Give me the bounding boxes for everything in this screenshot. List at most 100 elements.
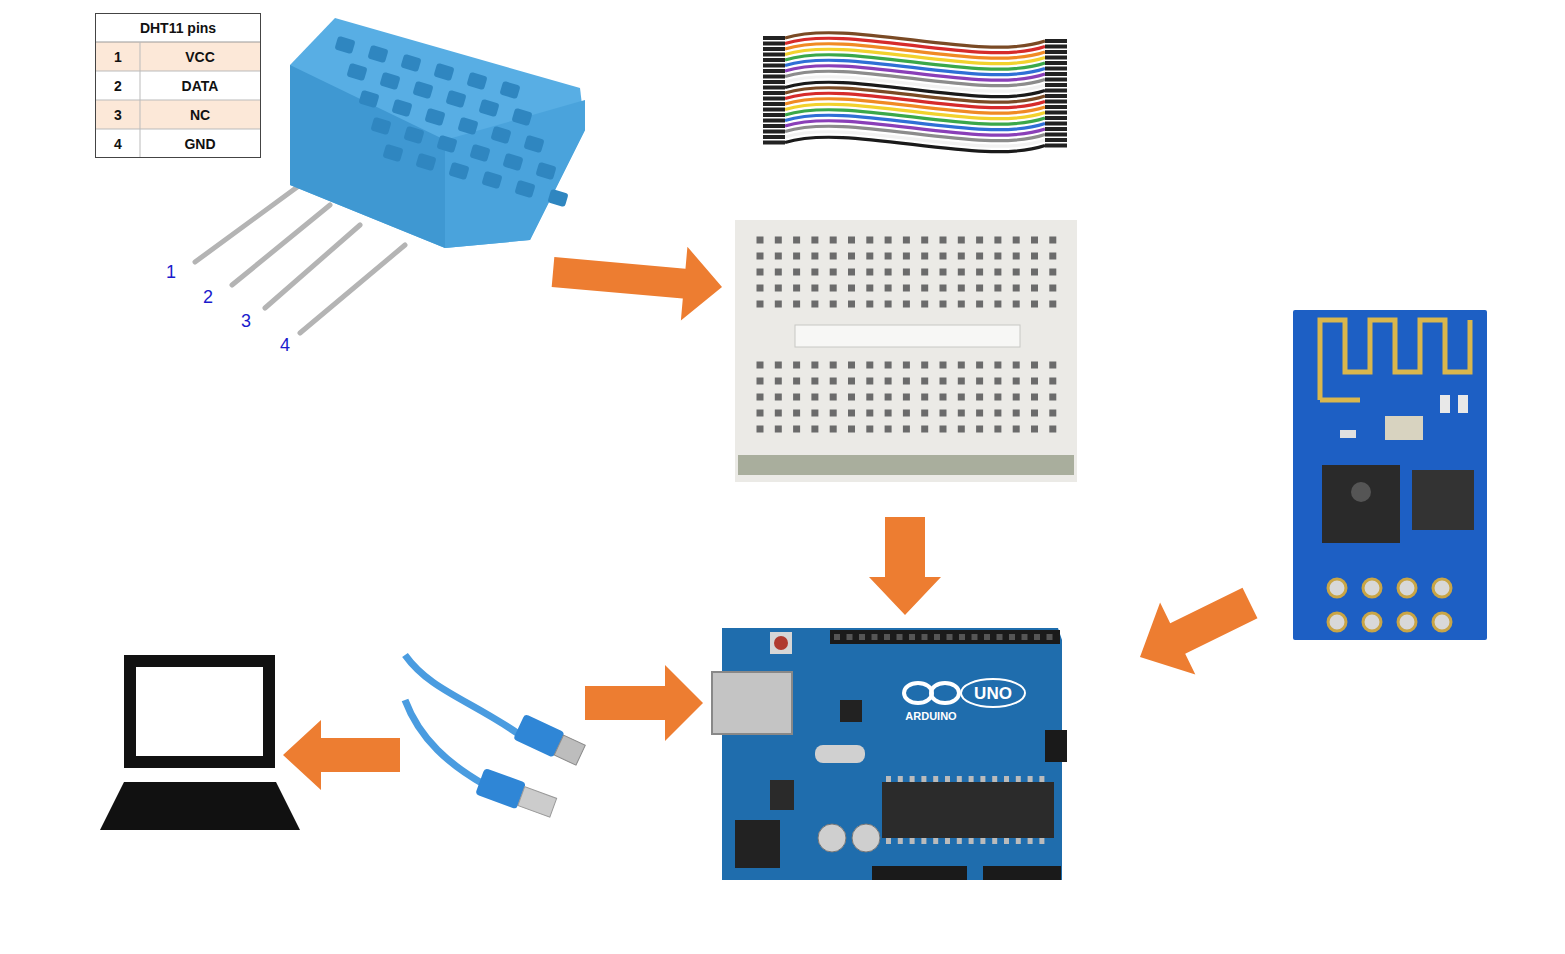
breadboard-holes <box>848 362 855 369</box>
breadboard-holes <box>757 301 764 308</box>
breadboard-holes <box>811 253 818 260</box>
arduino-pins <box>872 634 878 640</box>
sensor-grille <box>466 72 487 90</box>
pin-number: 4 <box>114 137 122 151</box>
breadboard-holes <box>757 362 764 369</box>
usb-cable <box>554 735 585 765</box>
breadboard-holes <box>1049 362 1056 369</box>
sensor-grille <box>448 162 469 180</box>
arduino-pins <box>1047 634 1053 640</box>
breadboard-holes <box>976 410 983 417</box>
arduino-pins <box>1022 634 1028 640</box>
pin-table-grid <box>95 71 261 72</box>
jumper-wires <box>1045 105 1067 109</box>
jumper-wires <box>763 135 785 139</box>
breadboard-holes <box>1049 237 1056 244</box>
breadboard-holes <box>976 301 983 308</box>
breadboard-holes <box>994 285 1001 292</box>
arduino-pins <box>934 634 940 640</box>
breadboard-holes <box>757 394 764 401</box>
breadboard-holes <box>793 253 800 260</box>
sensor-grille <box>478 99 499 117</box>
breadboard-holes <box>866 394 873 401</box>
arduino-pins <box>969 838 974 844</box>
breadboard-holes <box>811 378 818 385</box>
breadboard-holes <box>1031 285 1038 292</box>
breadboard-holes <box>811 394 818 401</box>
laptop-icon <box>100 661 300 830</box>
breadboard-holes <box>940 394 947 401</box>
esp8266-module <box>1322 465 1400 543</box>
jumper-wires <box>763 80 785 84</box>
jumper-wires <box>763 53 785 57</box>
jumper-wires <box>785 137 1045 151</box>
arduino-board <box>712 672 792 734</box>
sensor-pin <box>300 245 405 333</box>
breadboard-holes <box>866 378 873 385</box>
breadboard-holes <box>994 237 1001 244</box>
jumper-wires <box>763 64 785 68</box>
breadboard-holes <box>976 269 983 276</box>
esp-header <box>1363 579 1381 597</box>
breadboard-holes <box>976 394 983 401</box>
breadboard-holes <box>994 394 1001 401</box>
breadboard-holes <box>1013 410 1020 417</box>
breadboard-holes <box>921 362 928 369</box>
sensor-grille <box>400 54 421 72</box>
esp8266-module <box>1293 310 1487 640</box>
breadboard-holes <box>793 285 800 292</box>
breadboard-holes <box>958 253 965 260</box>
dht11-sensor <box>290 65 445 248</box>
breadboard-holes <box>775 301 782 308</box>
table-heading: DHT11 pins <box>96 14 260 43</box>
breadboard-holes <box>775 410 782 417</box>
breadboard-holes <box>921 269 928 276</box>
breadboard-holes <box>1031 426 1038 433</box>
sensor-grille <box>502 153 523 171</box>
pin-table-grid <box>95 100 261 101</box>
pin-table-grid <box>95 129 261 130</box>
breadboard-holes <box>921 426 928 433</box>
breadboard <box>735 220 1077 482</box>
arduino-pins <box>1028 776 1033 782</box>
esp8266-module <box>1385 416 1423 440</box>
arduino-pins <box>1034 634 1040 640</box>
sensor-grille <box>481 171 502 189</box>
arduino-board <box>1045 730 1067 762</box>
breadboard-holes <box>793 362 800 369</box>
board-text: UNO <box>974 685 1012 702</box>
jumper-wires <box>763 113 785 117</box>
pin-name: GND <box>184 137 215 151</box>
breadboard-holes <box>885 253 892 260</box>
sensor-grille <box>424 108 445 126</box>
breadboard-holes <box>866 410 873 417</box>
breadboard-holes <box>1049 378 1056 385</box>
sensor-grille <box>535 162 556 180</box>
esp-header <box>1328 579 1451 631</box>
arduino-board <box>818 824 846 852</box>
jumper-wires <box>1045 39 1067 43</box>
arduino-pins <box>1028 838 1033 844</box>
breadboard-holes <box>921 301 928 308</box>
pin-number: 1 <box>114 50 122 64</box>
jumper-wires <box>1045 83 1067 87</box>
esp8266-module <box>1340 430 1356 438</box>
jumper-wires <box>1045 45 1067 49</box>
sensor-grille <box>457 117 478 135</box>
breadboard-holes <box>903 426 910 433</box>
breadboard-holes <box>757 237 764 244</box>
breadboard-holes <box>885 362 892 369</box>
pin-table-grid <box>95 42 261 43</box>
pin-table-grid <box>96 100 260 129</box>
breadboard-holes <box>757 410 764 417</box>
pin-table-grid <box>95 42 261 158</box>
breadboard-holes <box>940 410 947 417</box>
arduino-board <box>774 636 788 650</box>
breadboard-holes <box>775 362 782 369</box>
arduino-pins <box>957 776 962 782</box>
sensor-grille <box>334 36 355 54</box>
arduino-pins <box>947 634 953 640</box>
breadboard-holes <box>757 269 764 276</box>
jumper-wires <box>1045 144 1067 148</box>
